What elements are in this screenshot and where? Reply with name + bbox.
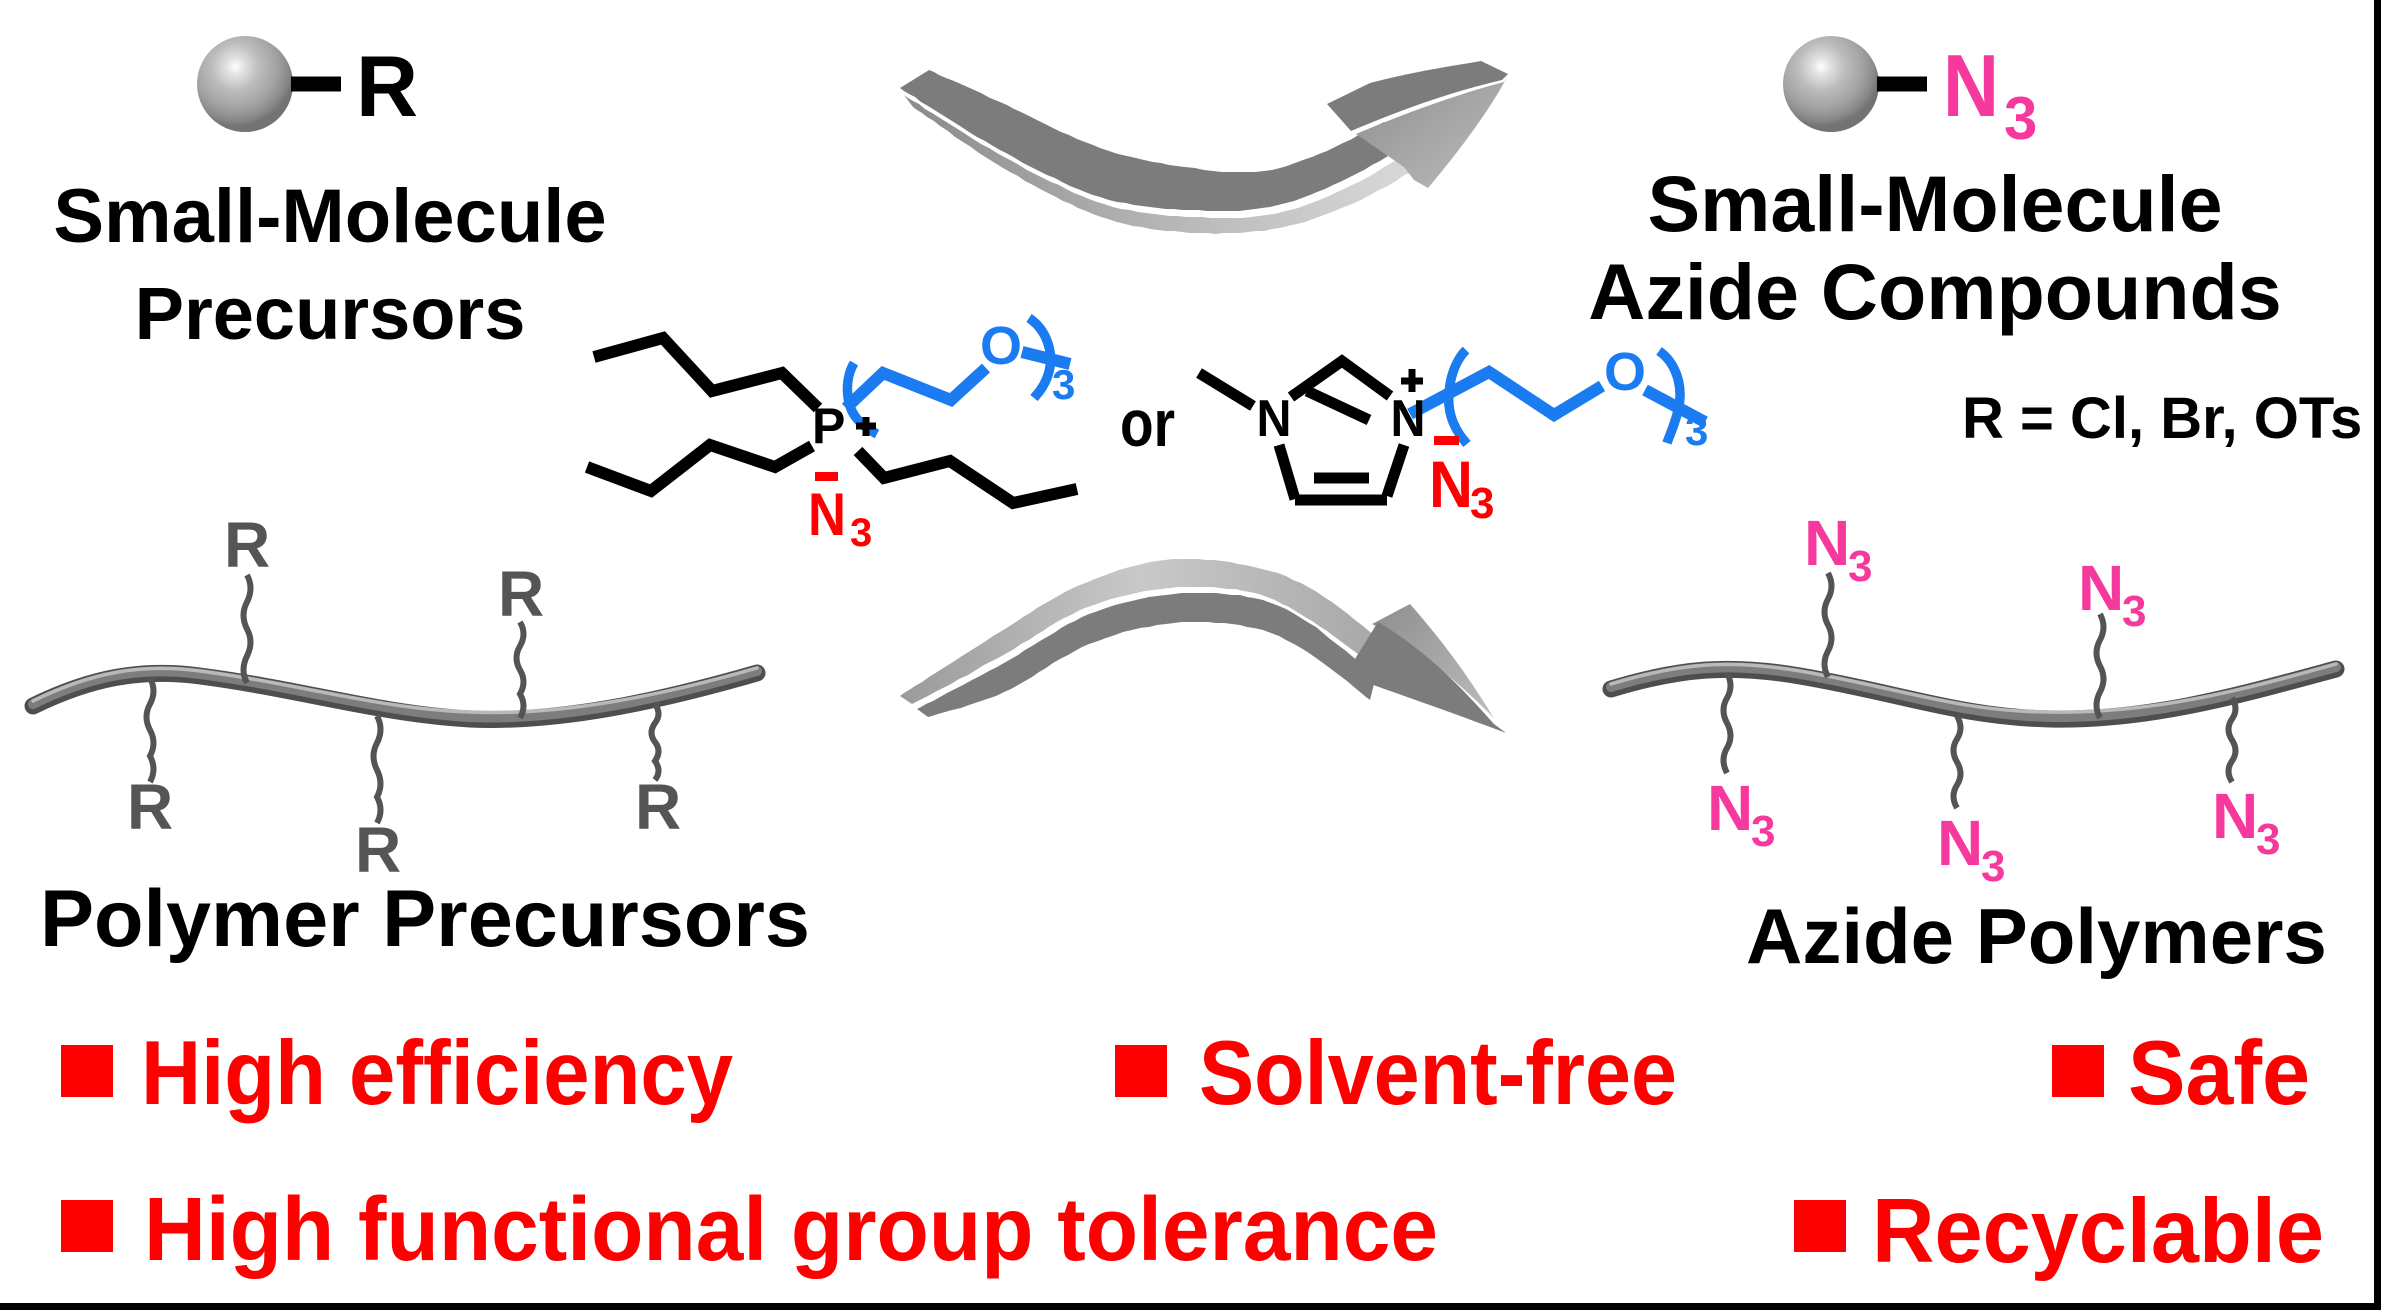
svg-text:O: O bbox=[980, 316, 1022, 376]
svg-text:3: 3 bbox=[1981, 842, 2005, 891]
svg-text:Recyclable: Recyclable bbox=[1872, 1181, 2324, 1282]
svg-text:3: 3 bbox=[2004, 85, 2037, 152]
svg-text:3: 3 bbox=[1470, 479, 1494, 528]
svg-text:3: 3 bbox=[850, 511, 872, 555]
svg-text:R: R bbox=[127, 771, 173, 843]
svg-text:3: 3 bbox=[2122, 587, 2146, 636]
svg-text:Small-Molecule: Small-Molecule bbox=[53, 174, 606, 259]
svg-text:R: R bbox=[635, 771, 681, 843]
svg-text:3: 3 bbox=[2256, 815, 2280, 864]
svg-text:N: N bbox=[808, 481, 846, 548]
svg-text:O: O bbox=[1604, 342, 1646, 402]
svg-text:N: N bbox=[1429, 447, 1473, 521]
svg-text:3: 3 bbox=[1685, 407, 1708, 454]
svg-text:N: N bbox=[1804, 507, 1850, 579]
svg-text:Polymer Precursors: Polymer Precursors bbox=[40, 874, 810, 964]
svg-text:3: 3 bbox=[1848, 542, 1872, 591]
svg-text:Precursors: Precursors bbox=[135, 272, 526, 355]
svg-text:R: R bbox=[355, 814, 401, 886]
svg-text:N: N bbox=[1937, 807, 1983, 879]
svg-text:N: N bbox=[1391, 390, 1426, 448]
svg-text:N: N bbox=[1257, 390, 1292, 448]
svg-text:N: N bbox=[1707, 772, 1753, 844]
svg-text:or: or bbox=[1120, 386, 1175, 460]
svg-text:R: R bbox=[356, 39, 418, 135]
svg-text:High efficiency: High efficiency bbox=[141, 1023, 733, 1124]
svg-text:Safe: Safe bbox=[2128, 1023, 2310, 1124]
svg-text:N: N bbox=[2078, 552, 2124, 624]
svg-text:Azide Polymers: Azide Polymers bbox=[1746, 892, 2327, 980]
svg-text:R: R bbox=[498, 558, 544, 630]
svg-text:N: N bbox=[1943, 36, 1999, 135]
svg-text:R = Cl, Br, OTs: R = Cl, Br, OTs bbox=[1962, 386, 2362, 451]
svg-text:N: N bbox=[2212, 780, 2258, 852]
svg-text:Solvent-free: Solvent-free bbox=[1199, 1023, 1677, 1124]
svg-text:High functional group toleranc: High functional group tolerance bbox=[144, 1180, 1438, 1280]
svg-text:P: P bbox=[812, 398, 845, 454]
svg-text:R: R bbox=[224, 509, 270, 581]
svg-text:3: 3 bbox=[1751, 807, 1775, 856]
svg-text:3: 3 bbox=[1052, 361, 1075, 408]
svg-text:Azide Compounds: Azide Compounds bbox=[1588, 247, 2281, 336]
svg-text:Small-Molecule: Small-Molecule bbox=[1647, 159, 2222, 248]
